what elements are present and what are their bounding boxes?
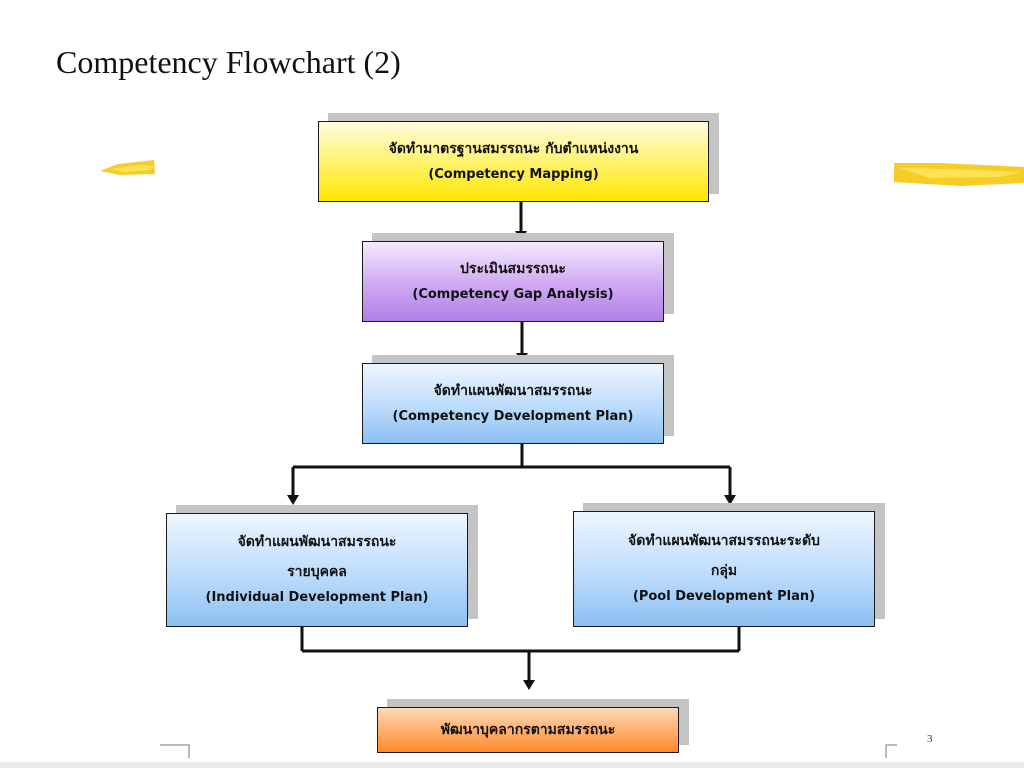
step-staff-development-thai: พัฒนาบุคลากรตามสมรรถนะ bbox=[440, 722, 616, 738]
corner-mark-left bbox=[160, 744, 190, 758]
step-competency-mapping: จัดทำมาตรฐานสมรรถนะ กับตำแหน่งงาน (Compe… bbox=[318, 121, 709, 202]
step-staff-development: พัฒนาบุคลากรตามสมรรถนะ bbox=[377, 707, 679, 753]
step-gap-analysis-thai: ประเมินสมรรถนะ bbox=[460, 260, 566, 277]
right-brush-stroke bbox=[894, 163, 1024, 186]
slide-title: Competency Flowchart (2) bbox=[56, 44, 401, 80]
left-brush-stroke bbox=[100, 160, 155, 175]
arrowhead-split-right bbox=[724, 495, 736, 505]
page-number: 3 bbox=[927, 733, 933, 745]
step-individual-plan: จัดทำแผนพัฒนาสมรรถนะ รายบุคคล (Individua… bbox=[166, 513, 468, 627]
step-gap-analysis: ประเมินสมรรถนะ (Competency Gap Analysis) bbox=[362, 241, 664, 322]
corner-mark-right bbox=[885, 744, 897, 758]
step-gap-analysis-english: (Competency Gap Analysis) bbox=[412, 286, 614, 302]
step-pool-plan-thai-line2: กลุ่ม bbox=[710, 563, 738, 579]
arrowhead-2-3 bbox=[516, 353, 528, 363]
step-development-plan-thai: จัดทำแผนพัฒนาสมรรถนะ bbox=[433, 382, 593, 399]
step-individual-plan-thai-line2: รายบุคคล bbox=[287, 564, 347, 580]
step-pool-plan-thai-line1: จัดทำแผนพัฒนาสมรรถนะระดับ bbox=[628, 533, 820, 549]
arrowhead-merge bbox=[523, 680, 535, 690]
arrowhead-split-left bbox=[287, 495, 299, 505]
step-pool-plan-english: (Pool Development Plan) bbox=[632, 589, 816, 604]
step-development-plan: จัดทำแผนพัฒนาสมรรถนะ (Competency Develop… bbox=[362, 363, 664, 444]
step-development-plan-english: (Competency Development Plan) bbox=[392, 408, 634, 424]
step-individual-plan-english: (Individual Development Plan) bbox=[205, 590, 429, 605]
arrowhead-1-2 bbox=[515, 231, 527, 241]
step-pool-plan: จัดทำแผนพัฒนาสมรรถนะระดับ กลุ่ม (Pool De… bbox=[573, 511, 875, 627]
step-competency-mapping-english: (Competency Mapping) bbox=[428, 166, 599, 182]
bottom-bar bbox=[0, 762, 1024, 768]
step-competency-mapping-thai: จัดทำมาตรฐานสมรรถนะ กับตำแหน่งงาน bbox=[388, 140, 639, 157]
step-individual-plan-thai-line1: จัดทำแผนพัฒนาสมรรถนะ bbox=[237, 534, 397, 550]
